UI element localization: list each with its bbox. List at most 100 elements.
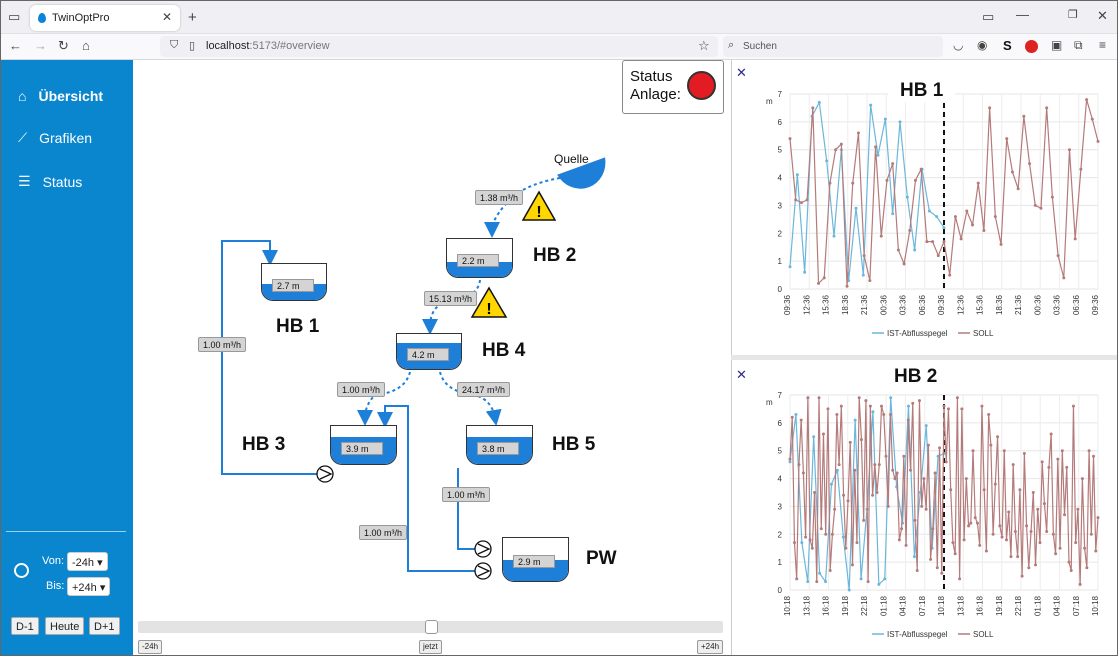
y-tick-label: 5 bbox=[778, 447, 783, 456]
extensions-icon[interactable]: ⧉ bbox=[1074, 38, 1083, 52]
day-next-button[interactable]: D+1 bbox=[89, 617, 120, 635]
adblock-icon[interactable] bbox=[1025, 40, 1038, 53]
reload-icon[interactable]: ↻ bbox=[58, 38, 69, 53]
data-point bbox=[1090, 117, 1094, 121]
tank-hb3[interactable]: 3.9 m bbox=[330, 425, 397, 465]
panel-splitter[interactable] bbox=[731, 355, 1118, 360]
y-tick-label: 6 bbox=[778, 419, 783, 428]
x-tick-label: 22:18 bbox=[1014, 595, 1023, 616]
tank-hb2[interactable]: 2.2 m bbox=[446, 238, 513, 278]
to-select[interactable]: +24h ▾ bbox=[67, 577, 111, 596]
tank-pw[interactable]: 2.9 m bbox=[502, 537, 569, 582]
data-point bbox=[862, 254, 866, 258]
y-tick-label: 5 bbox=[778, 146, 783, 155]
svg-text:!: ! bbox=[486, 301, 491, 318]
sidebar-item-grafiken[interactable]: ⟋ Grafiken bbox=[18, 130, 92, 146]
data-point bbox=[1065, 465, 1069, 469]
flow-label-hb2-hb4: 15.13 m³/h bbox=[424, 291, 478, 306]
x-tick-label: 06:36 bbox=[1072, 294, 1081, 315]
data-point bbox=[1067, 148, 1071, 152]
data-point bbox=[1085, 566, 1089, 570]
tab-overview-icon[interactable]: ▭ bbox=[8, 9, 21, 24]
data-point bbox=[851, 181, 855, 185]
flow-label-hb5-pw: 1.00 m³/h bbox=[442, 487, 491, 502]
data-point bbox=[1036, 507, 1040, 511]
data-point bbox=[804, 535, 808, 539]
data-point bbox=[931, 240, 935, 244]
x-tick-label: 10:18 bbox=[937, 595, 946, 616]
restore-icon[interactable]: ❐ bbox=[1068, 9, 1078, 21]
data-point bbox=[951, 541, 955, 545]
data-point bbox=[835, 468, 839, 472]
data-point bbox=[869, 103, 873, 107]
data-point bbox=[1051, 532, 1055, 536]
account-icon[interactable]: ◉ bbox=[977, 38, 988, 52]
container-icon[interactable]: ▣ bbox=[1051, 38, 1063, 52]
data-point bbox=[924, 507, 928, 511]
data-point bbox=[1069, 569, 1073, 572]
x-tick-label: 13:18 bbox=[956, 595, 965, 616]
tab-list-icon[interactable]: ▭ bbox=[982, 9, 995, 24]
search-field[interactable]: ⌕ Suchen bbox=[723, 36, 943, 57]
tank-hb5[interactable]: 3.8 m bbox=[466, 425, 533, 465]
new-tab-icon[interactable]: + bbox=[188, 9, 197, 26]
from-select[interactable]: -24h ▾ bbox=[67, 552, 108, 571]
data-point bbox=[1062, 276, 1066, 280]
data-point bbox=[982, 488, 986, 492]
close-tab-icon[interactable]: ✕ bbox=[161, 10, 172, 24]
forward-icon[interactable]: → bbox=[34, 38, 47, 53]
warning-icon: ! bbox=[470, 286, 508, 318]
tank-hb4[interactable]: 4.2 m bbox=[396, 333, 462, 370]
data-point bbox=[1039, 206, 1043, 210]
data-point bbox=[788, 460, 792, 464]
back-icon[interactable]: ← bbox=[9, 38, 22, 53]
tank-hb1[interactable]: 2.7 m bbox=[261, 263, 327, 301]
data-point bbox=[971, 449, 975, 453]
data-point bbox=[891, 468, 895, 472]
address-bar[interactable]: ⛉ ▯ localhost:5173/#overview ☆ bbox=[160, 36, 718, 57]
x-tick-label: 03:36 bbox=[1053, 294, 1062, 315]
timeline-end-button[interactable]: +24h bbox=[697, 640, 724, 654]
x-tick-label: 22:18 bbox=[860, 595, 869, 616]
to-value: +24h bbox=[72, 582, 97, 594]
data-point bbox=[1004, 538, 1008, 542]
pipe-loop-hb1 bbox=[221, 240, 320, 475]
menu-icon[interactable]: ≡ bbox=[1099, 38, 1107, 52]
search-icon: ⌕ bbox=[728, 39, 735, 51]
data-point bbox=[806, 580, 810, 584]
bookmark-star-icon[interactable]: ☆ bbox=[698, 38, 710, 53]
extension-s-icon[interactable]: S bbox=[1003, 38, 1012, 53]
data-point bbox=[1038, 541, 1042, 545]
today-button[interactable]: Heute bbox=[45, 617, 85, 635]
data-point bbox=[813, 491, 817, 494]
data-point bbox=[788, 457, 792, 461]
y-tick-label: 3 bbox=[778, 502, 783, 511]
close-chart-icon[interactable]: ✕ bbox=[736, 367, 747, 382]
sidebar-item-status[interactable]: ☰ Status bbox=[18, 173, 82, 190]
data-point bbox=[854, 206, 858, 210]
close-chart-icon[interactable]: ✕ bbox=[736, 65, 747, 80]
data-point bbox=[885, 178, 889, 182]
day-prev-button[interactable]: D-1 bbox=[11, 617, 39, 635]
data-point bbox=[935, 215, 939, 219]
data-point bbox=[912, 555, 916, 559]
data-point bbox=[942, 240, 946, 244]
data-point bbox=[1087, 449, 1091, 453]
home-browser-icon[interactable]: ⌂ bbox=[82, 38, 90, 53]
close-window-icon[interactable]: ✕ bbox=[1097, 8, 1108, 23]
data-point bbox=[1089, 532, 1093, 536]
data-point bbox=[940, 571, 944, 575]
sidebar-item-uebersicht[interactable]: ⌂ Übersicht bbox=[18, 88, 103, 104]
sidebar-item-label: Status bbox=[42, 173, 83, 190]
data-point bbox=[850, 563, 854, 567]
browser-tab[interactable]: TwinOptPro ✕ bbox=[30, 5, 180, 31]
data-point bbox=[873, 463, 877, 467]
timeline-now-button[interactable]: jetzt bbox=[419, 640, 442, 654]
timeline-start-button[interactable]: -24h bbox=[138, 640, 163, 654]
url-rest: :5173/#overview bbox=[249, 40, 330, 52]
pocket-icon[interactable]: ◡ bbox=[953, 38, 964, 52]
timeline-slider-thumb[interactable] bbox=[425, 620, 438, 634]
minimize-icon[interactable]: — bbox=[1016, 7, 1029, 22]
data-point bbox=[920, 504, 924, 508]
tank-level-label: 3.8 m bbox=[477, 442, 519, 455]
